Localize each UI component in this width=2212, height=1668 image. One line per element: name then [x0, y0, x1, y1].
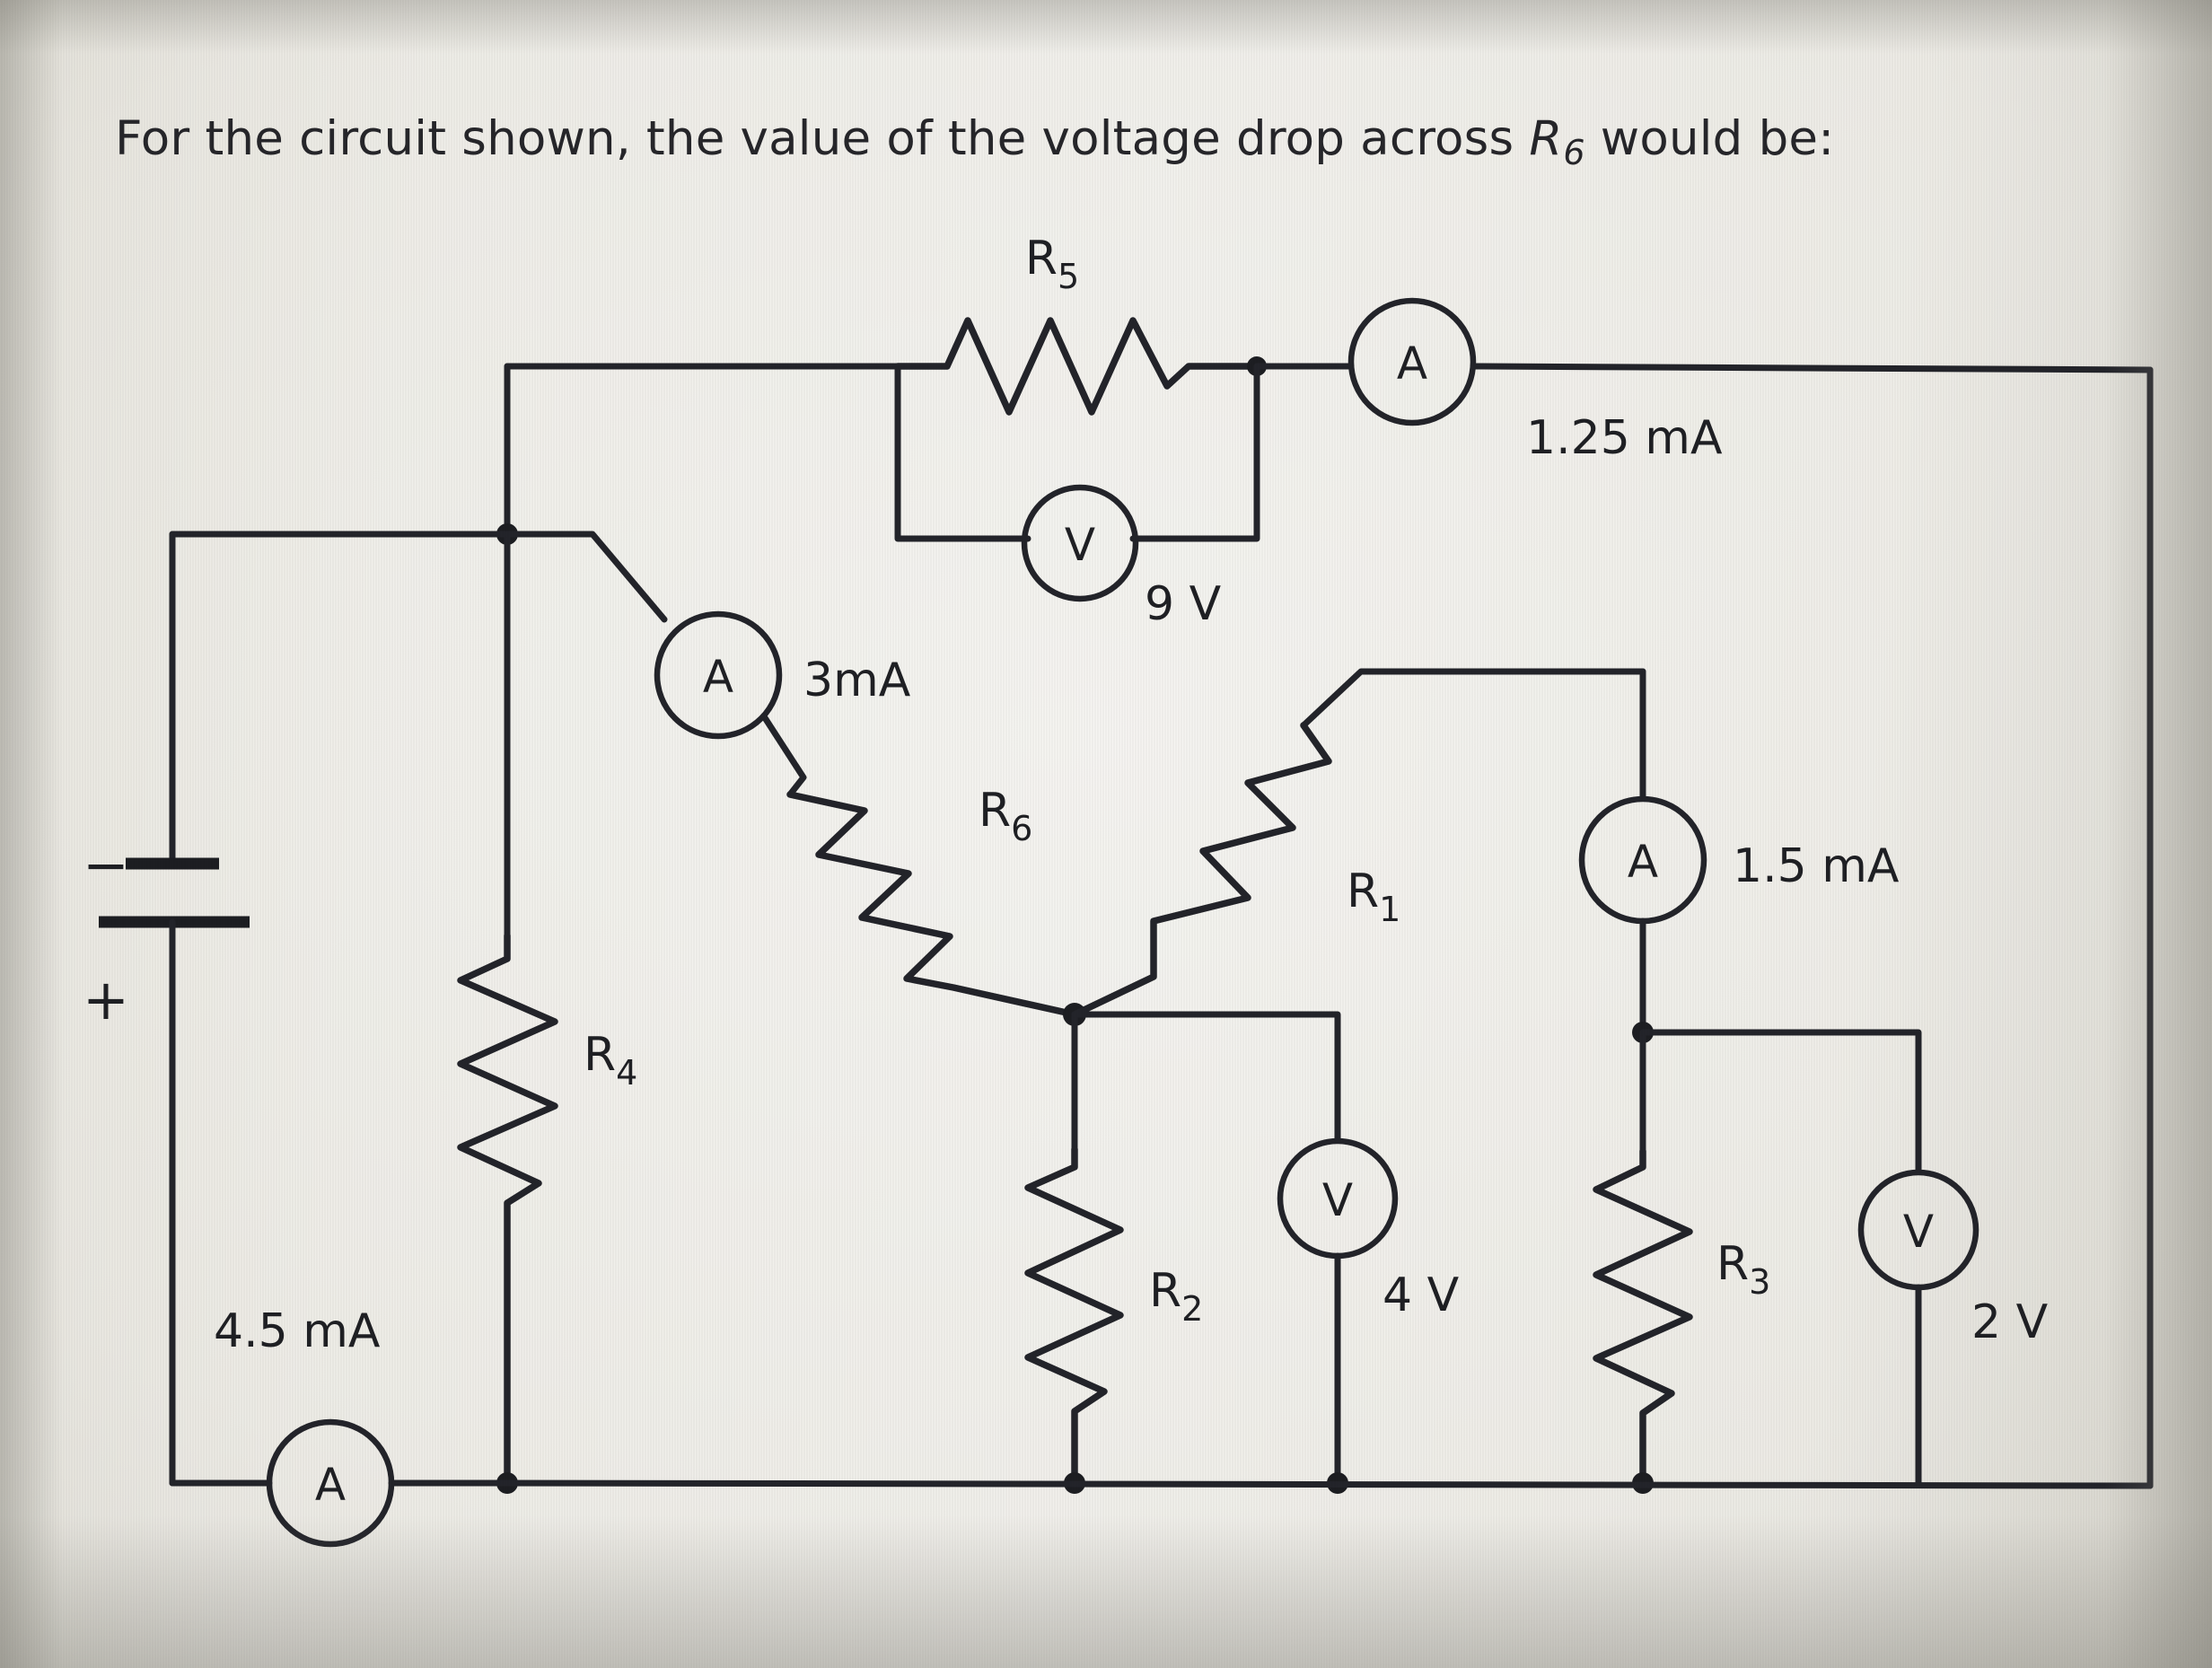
ammeter-top-right-reading: 1.25 mA: [1526, 411, 1723, 465]
battery-positive-sign: +: [83, 967, 129, 1032]
r6-resistor: [786, 791, 1078, 1018]
question-subscript: 6: [1563, 132, 1585, 172]
battery-negative-sign: −: [83, 832, 129, 898]
voltmeter-r2-reading: 4 V: [1382, 1269, 1460, 1322]
ammeter-r3-reading: 1.5 mA: [1733, 839, 1900, 893]
question-symbol: R: [1529, 111, 1563, 166]
question-prefix: For the circuit shown, the value of the …: [115, 111, 1530, 166]
r5-label: R5: [1025, 232, 1079, 296]
ammeter-top-right-glyph: A: [1397, 338, 1427, 390]
voltmeter-r3-reading: 2 V: [1971, 1295, 2049, 1349]
wire-ammeter-r6-to-resistor: [760, 713, 807, 798]
voltmeter-r2-glyph: V: [1322, 1174, 1353, 1226]
wire-r1-to-ammeter-top: [1300, 668, 1646, 729]
voltmeter-r5-glyph: V: [1065, 519, 1095, 571]
ammeter-source-reading: 4.5 mA: [214, 1304, 381, 1358]
r6-label: R6: [979, 784, 1032, 848]
voltmeter-r5-icon: [1021, 484, 1139, 602]
question-text: For the circuit shown, the value of the …: [115, 115, 1834, 170]
r3-resistor: [1593, 1147, 1693, 1487]
wire-top-right: [1470, 363, 2154, 373]
wire-bottom-rail: [492, 1479, 2154, 1489]
r4-resistor: [457, 932, 558, 1487]
ammeter-top-right-icon: [1347, 297, 1477, 426]
wire-v-r5-right-leg: [1129, 363, 1260, 542]
wire-node-to-ammeter-r6: [504, 531, 668, 623]
ammeter-r6-glyph: A: [703, 651, 733, 703]
r5-resistor: [894, 317, 1260, 416]
r4-label: R4: [584, 1028, 637, 1093]
voltmeter-r5-reading: 9 V: [1145, 577, 1222, 631]
r2-resistor: [1024, 1146, 1124, 1487]
ammeter-r6-icon: [654, 610, 783, 740]
question-suffix: would be:: [1584, 111, 1835, 166]
r1-resistor: [1071, 722, 1332, 1018]
ammeter-r3-glyph: A: [1628, 836, 1658, 888]
ammeter-r6-reading: 3mA: [803, 654, 911, 707]
wire-v-r5-left-leg: [894, 363, 1031, 542]
r3-label: R3: [1716, 1237, 1770, 1302]
r2-label: R2: [1149, 1264, 1203, 1329]
r1-label: R1: [1347, 865, 1400, 929]
wire-v-r3-top-lead: [1639, 1029, 1922, 1175]
wire-v-r2-top-lead: [1071, 1011, 1341, 1144]
ammeter-source-glyph: A: [315, 1459, 346, 1511]
voltmeter-r3-glyph: V: [1903, 1206, 1934, 1258]
